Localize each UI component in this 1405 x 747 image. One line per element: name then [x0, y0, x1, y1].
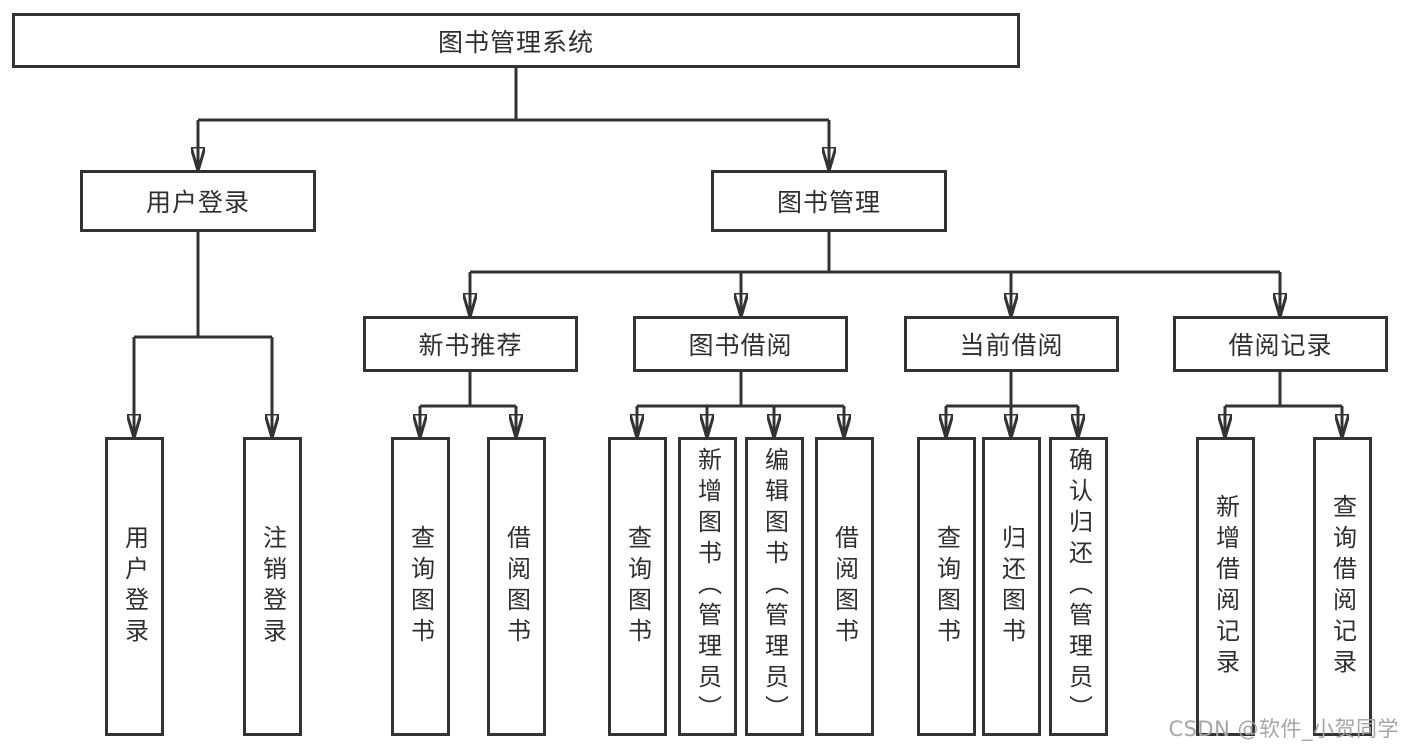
node-root-label: 图书管理系统 — [437, 27, 594, 57]
leaf-logout-label: 注销登录 — [258, 524, 287, 649]
leaf-current-confirm-return-admin-label: 确认归还（管理员） — [1064, 447, 1093, 726]
node-current-borrow-label: 当前借阅 — [959, 331, 1064, 360]
leaf-borrow-book-label: 借阅图书 — [830, 524, 859, 649]
leaf-current-return-label: 归还图书 — [997, 524, 1026, 649]
node-book-borrow-label: 图书借阅 — [688, 331, 793, 360]
node-book-management: 图书管理 — [711, 170, 947, 232]
csdn-watermark: CSDN @软件_小贺同学 — [1168, 717, 1399, 741]
leaf-current-query-label: 查询图书 — [932, 524, 961, 649]
leaf-current-query: 查询图书 — [917, 437, 976, 736]
node-borrow-records: 借阅记录 — [1173, 316, 1388, 372]
leaf-borrow-add-admin-label: 新增图书（管理员） — [693, 447, 722, 726]
leaf-record-add-label: 新增借阅记录 — [1211, 493, 1240, 680]
leaf-borrow-edit-admin-label: 编辑图书（管理员） — [760, 447, 789, 726]
leaf-newbook-query: 查询图书 — [391, 437, 450, 736]
node-book-management-label: 图书管理 — [776, 188, 881, 217]
leaf-user-login: 用户登录 — [105, 437, 164, 736]
leaf-newbook-borrow-label: 借阅图书 — [502, 524, 531, 649]
node-root-system: 图书管理系统 — [12, 13, 1020, 68]
leaf-record-add: 新增借阅记录 — [1196, 437, 1255, 736]
leaf-borrow-book: 借阅图书 — [815, 437, 874, 736]
leaf-logout: 注销登录 — [243, 437, 302, 736]
leaf-current-confirm-return-admin: 确认归还（管理员） — [1049, 437, 1108, 736]
leaf-borrow-edit-admin: 编辑图书（管理员） — [745, 437, 804, 736]
node-book-borrow: 图书借阅 — [633, 316, 848, 372]
node-current-borrow: 当前借阅 — [904, 316, 1119, 372]
leaf-borrow-query: 查询图书 — [608, 437, 667, 736]
leaf-record-query-label: 查询借阅记录 — [1328, 493, 1357, 680]
leaf-user-login-label: 用户登录 — [120, 524, 149, 649]
leaf-newbook-query-label: 查询图书 — [406, 524, 435, 649]
leaf-current-return: 归还图书 — [982, 437, 1041, 736]
leaf-record-query: 查询借阅记录 — [1313, 437, 1372, 736]
node-new-book-recommend-label: 新书推荐 — [418, 331, 523, 360]
node-user-login: 用户登录 — [80, 170, 316, 232]
leaf-newbook-borrow: 借阅图书 — [487, 437, 546, 736]
node-new-book-recommend: 新书推荐 — [363, 316, 578, 372]
leaf-borrow-query-label: 查询图书 — [623, 524, 652, 649]
node-borrow-records-label: 借阅记录 — [1228, 331, 1333, 360]
node-user-login-label: 用户登录 — [145, 188, 250, 217]
leaf-borrow-add-admin: 新增图书（管理员） — [678, 437, 737, 736]
